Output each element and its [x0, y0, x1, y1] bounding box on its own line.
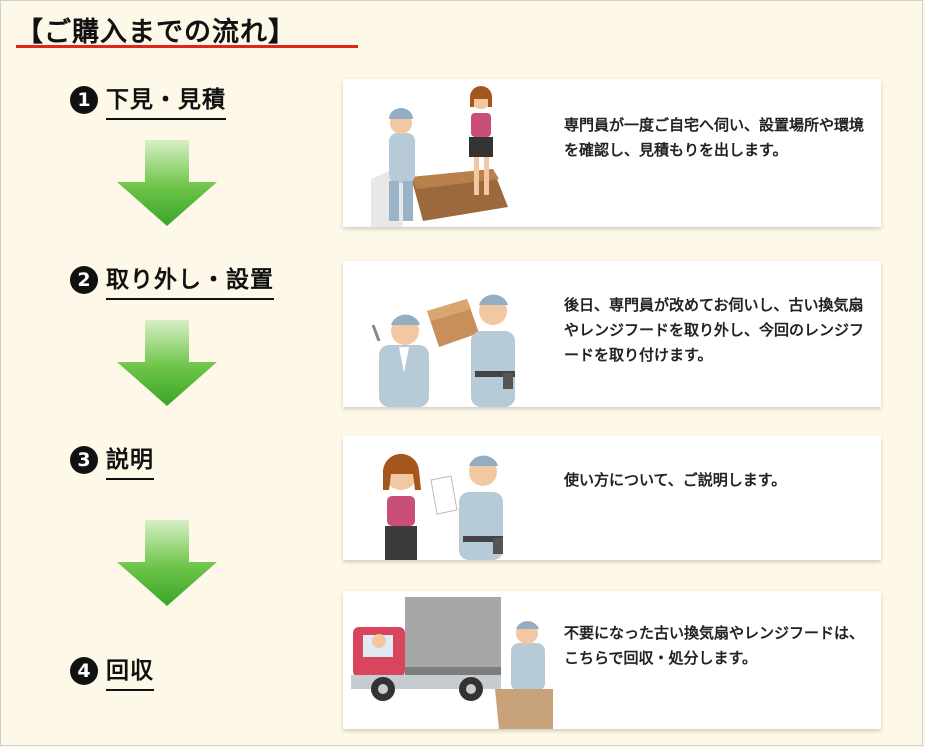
step-2-card: 後日、専門員が改めてお伺いし、古い換気扇やレンジフードを取り外し、今回のレンジフ…: [343, 261, 881, 407]
down-arrow-icon: [117, 140, 217, 226]
step-number-4: 4: [70, 657, 98, 685]
step-1-description: 専門員が一度ご自宅へ伺い、設置場所や環境を確認し、見積もりを出します。: [564, 116, 865, 159]
worker-and-woman-inspecting-icon: [371, 86, 508, 227]
step-2-description: 後日、専門員が改めてお伺いし、古い換気扇やレンジフードを取り外し、今回のレンジフ…: [564, 296, 865, 364]
step-3-heading: 3 説明: [70, 440, 154, 480]
step-2-heading: 2 取り外し・設置: [70, 260, 274, 300]
step-3-description: 使い方について、ご説明します。: [564, 471, 787, 489]
step-4-label: 回収: [106, 651, 154, 691]
step-1-heading: 1 下見・見積: [70, 80, 226, 120]
step-number-1: 1: [70, 86, 98, 114]
step-4-heading: 4 回収: [70, 651, 154, 691]
page-title: 【ご購入までの流れ】: [16, 17, 296, 48]
step-1-card: 専門員が一度ご自宅へ伺い、設置場所や環境を確認し、見積もりを出します。: [343, 79, 881, 227]
workers-installing-icon: [371, 294, 515, 407]
step-2-label: 取り外し・設置: [106, 260, 274, 300]
step-3-card: 使い方について、ご説明します。: [343, 436, 881, 560]
down-arrow-icon: [117, 320, 217, 406]
worker-explaining-icon: [382, 453, 503, 560]
step-1-label: 下見・見積: [106, 80, 226, 120]
title-underline: [16, 45, 358, 48]
step-number-2: 2: [70, 266, 98, 294]
truck-collection-icon: [351, 597, 553, 729]
step-4-card: 不要になった古い換気扇やレンジフードは、こちらで回収・処分します。: [343, 591, 881, 729]
step-number-3: 3: [70, 446, 98, 474]
step-3-label: 説明: [106, 440, 154, 480]
step-4-description: 不要になった古い換気扇やレンジフードは、こちらで回収・処分します。: [564, 624, 865, 667]
down-arrow-icon: [117, 520, 217, 606]
